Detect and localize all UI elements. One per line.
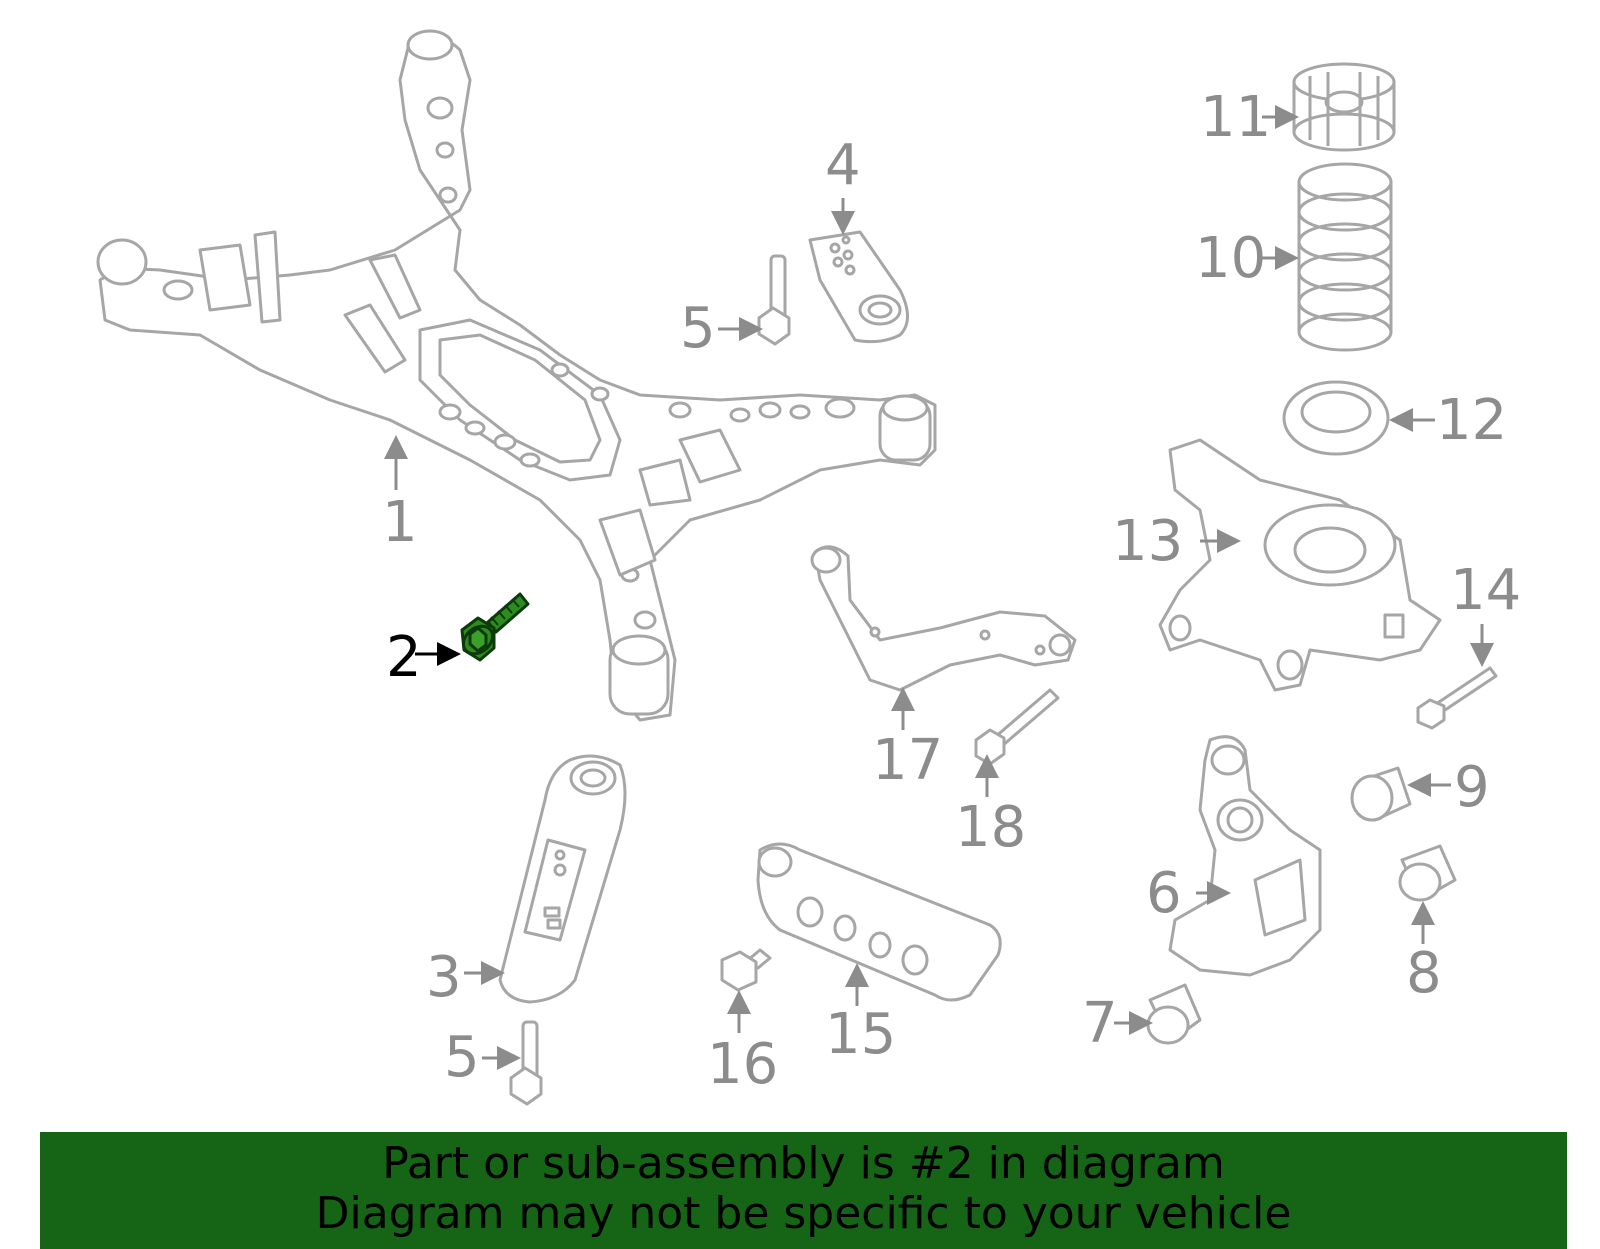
banner-line-disclaimer: Diagram may not be specific to your vehi…	[315, 1188, 1292, 1239]
part-14-bolt	[1416, 666, 1498, 730]
part-5-bolt-lower	[509, 1020, 543, 1106]
part-12-spring-seat	[1282, 380, 1390, 456]
callout-12: 12	[1436, 388, 1508, 453]
callout-6: 6	[1146, 861, 1182, 926]
callout-4: 4	[825, 133, 861, 198]
part-10-coil-spring	[1297, 162, 1393, 352]
part-13-housing	[1158, 438, 1442, 692]
callout-2-highlighted: 2	[386, 625, 422, 690]
part-11-bump-stop	[1292, 62, 1396, 152]
part-17-upper-arm	[810, 545, 1077, 692]
callout-13: 13	[1112, 509, 1184, 574]
part-1-subframe	[96, 29, 937, 722]
callout-5-upper: 5	[680, 296, 716, 361]
callout-14: 14	[1450, 558, 1522, 623]
part-5-bolt-upper	[757, 254, 791, 346]
part-15-lateral-link	[756, 842, 1002, 1002]
callout-3: 3	[426, 945, 462, 1010]
callout-10: 10	[1195, 226, 1267, 291]
callout-1: 1	[382, 490, 418, 555]
callout-5-lower: 5	[444, 1025, 480, 1090]
callout-11: 11	[1200, 85, 1272, 150]
part-16-bolt	[720, 948, 772, 992]
part-7-bushing	[1146, 983, 1202, 1045]
part-6-knuckle	[1168, 735, 1322, 977]
banner-line-part: Part or sub-assembly is #2 in diagram	[382, 1138, 1225, 1189]
part-2-bolt-highlighted	[460, 592, 530, 662]
callout-18: 18	[955, 795, 1027, 860]
callout-8: 8	[1406, 941, 1442, 1006]
callout-16: 16	[707, 1032, 779, 1097]
callout-7: 7	[1082, 991, 1118, 1056]
part-8-bushing	[1398, 844, 1457, 902]
callout-17: 17	[872, 728, 944, 793]
part-4-bracket	[808, 230, 909, 344]
callout-9: 9	[1454, 755, 1490, 820]
part-9-bushing	[1350, 766, 1412, 822]
part-18-bolt	[974, 688, 1060, 766]
part-3-lower-arm	[498, 754, 627, 1004]
info-banner: Part or sub-assembly is #2 in diagram Di…	[40, 1132, 1567, 1249]
leader-arrows	[384, 105, 1494, 1070]
callout-15: 15	[825, 1002, 897, 1067]
